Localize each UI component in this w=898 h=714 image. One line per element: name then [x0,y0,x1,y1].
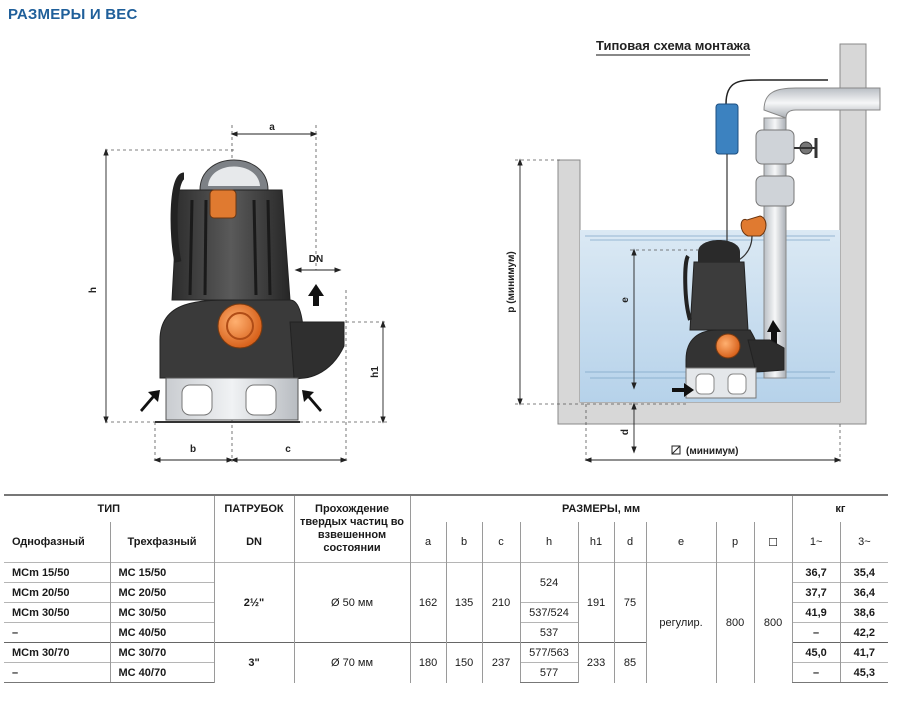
cell-dn: 3" [213,642,295,683]
header-three-phase: Трехфазный [109,522,215,563]
table-row: MCm 30/70 MC 30/70 3" Ø 70 мм 180 150 23… [4,642,889,683]
header-p: p [715,522,755,563]
cell-three: MC 20/50 [109,582,215,603]
dim-e-label: e [620,297,631,303]
header-h: h [519,522,579,563]
cell-single: MCm 30/70 [4,642,110,663]
cell-h: 537 [519,622,579,643]
header-e: e [645,522,717,563]
header-dn: DN [213,522,295,563]
header-d: d [613,522,647,563]
cell-w1: 41,9 [791,602,841,623]
cell-h1: 191 [577,562,615,643]
cell-h: 577 [519,662,579,683]
cell-w3: 35,4 [839,562,889,583]
page-title: РАЗМЕРЫ И ВЕС [8,6,138,23]
cell-d: 75 [613,562,647,643]
cell-solids: Ø 70 мм [293,642,411,683]
installation-schema: p (минимум) e d (минимум) [506,43,881,463]
table-row: – MC 40/70 577 – 45,3 [4,662,889,683]
cell-b: 135 [445,562,483,643]
cell-three: MC 30/50 [109,602,215,623]
cell-h1: 233 [577,642,615,683]
cell-w3: 45,3 [839,662,889,683]
cell-w1: – [791,662,841,683]
table-row: – MC 40/50 537 – 42,2 [4,622,889,643]
header-type: ТИП [4,494,215,522]
cell-square: 800 [753,562,793,683]
cell-h: 577/563 [519,642,579,663]
cell-w1: 36,7 [791,562,841,583]
cell-w3: 41,7 [839,642,889,663]
cell-dn: 2½" [213,562,295,643]
cell-w1: 45,0 [791,642,841,663]
table-row: MCm 15/50 MC 15/50 2½" Ø 50 мм 162 135 2… [4,562,889,683]
cell-p: 800 [715,562,755,683]
dim-b-label: b [190,444,196,455]
header-c: c [481,522,521,563]
cell-w1: 37,7 [791,582,841,603]
dim-h-label: h [88,287,99,293]
header-weight-1ph: 1~ [791,522,841,563]
dim-c-label: c [285,444,291,455]
dim-d-label: d [620,429,631,435]
cell-three: MC 40/50 [109,622,215,643]
cell-single: – [4,622,110,643]
cell-w3: 36,4 [839,582,889,603]
cell-h: 524 [519,562,579,603]
dim-a-label: a [269,122,275,133]
cell-h: 537/524 [519,602,579,623]
square-symbol-icon [671,445,681,455]
spec-table: ТИП ПАТРУБОК Прохождение твердых частиц … [4,494,889,683]
header-h1: h1 [577,522,615,563]
table-row: MCm 30/50 MC 30/50 537/524 41,9 38,6 [4,602,889,623]
header-patrubok: ПАТРУБОК [213,494,295,522]
pump-dimension-drawing: h a DN h1 b c [88,122,388,463]
header-kg: кг [791,494,889,522]
cell-e: регулир. [645,562,717,683]
cell-three: MC 40/70 [109,662,215,683]
cell-a: 162 [409,562,447,643]
cell-single: MCm 15/50 [4,562,110,583]
cell-w3: 38,6 [839,602,889,623]
cell-single: MCm 30/50 [4,602,110,623]
header-a: a [409,522,447,563]
header-square: ☐ [753,522,793,563]
dim-sq-label: (минимум) [686,446,739,457]
cell-c: 210 [481,562,521,643]
header-sizes: РАЗМЕРЫ, мм [409,494,793,522]
dim-h1-label: h1 [370,366,381,378]
cell-three: MC 15/50 [109,562,215,583]
cell-b: 150 [445,642,483,683]
dim-p-label: p (минимум) [506,251,517,312]
cell-single: – [4,662,110,683]
schema-title: Типовая схема монтажа [596,38,751,56]
cell-c: 237 [481,642,521,683]
table-row: MCm 20/50 MC 20/50 37,7 36,4 [4,582,889,603]
header-b: b [445,522,483,563]
pump-illustration [140,159,345,423]
cell-solids: Ø 50 мм [293,562,411,643]
cell-w3: 42,2 [839,622,889,643]
header-single-phase: Однофазный [12,536,85,548]
cell-a: 180 [409,642,447,683]
header-weight-3ph: 3~ [839,522,889,563]
cell-single: MCm 20/50 [4,582,110,603]
cell-d: 85 [613,642,647,683]
cell-w1: – [791,622,841,643]
dim-dn-label: DN [309,254,323,265]
header-solids: Прохождение твердых частиц во взвешенном… [293,494,411,563]
cell-three: MC 30/70 [109,642,215,663]
